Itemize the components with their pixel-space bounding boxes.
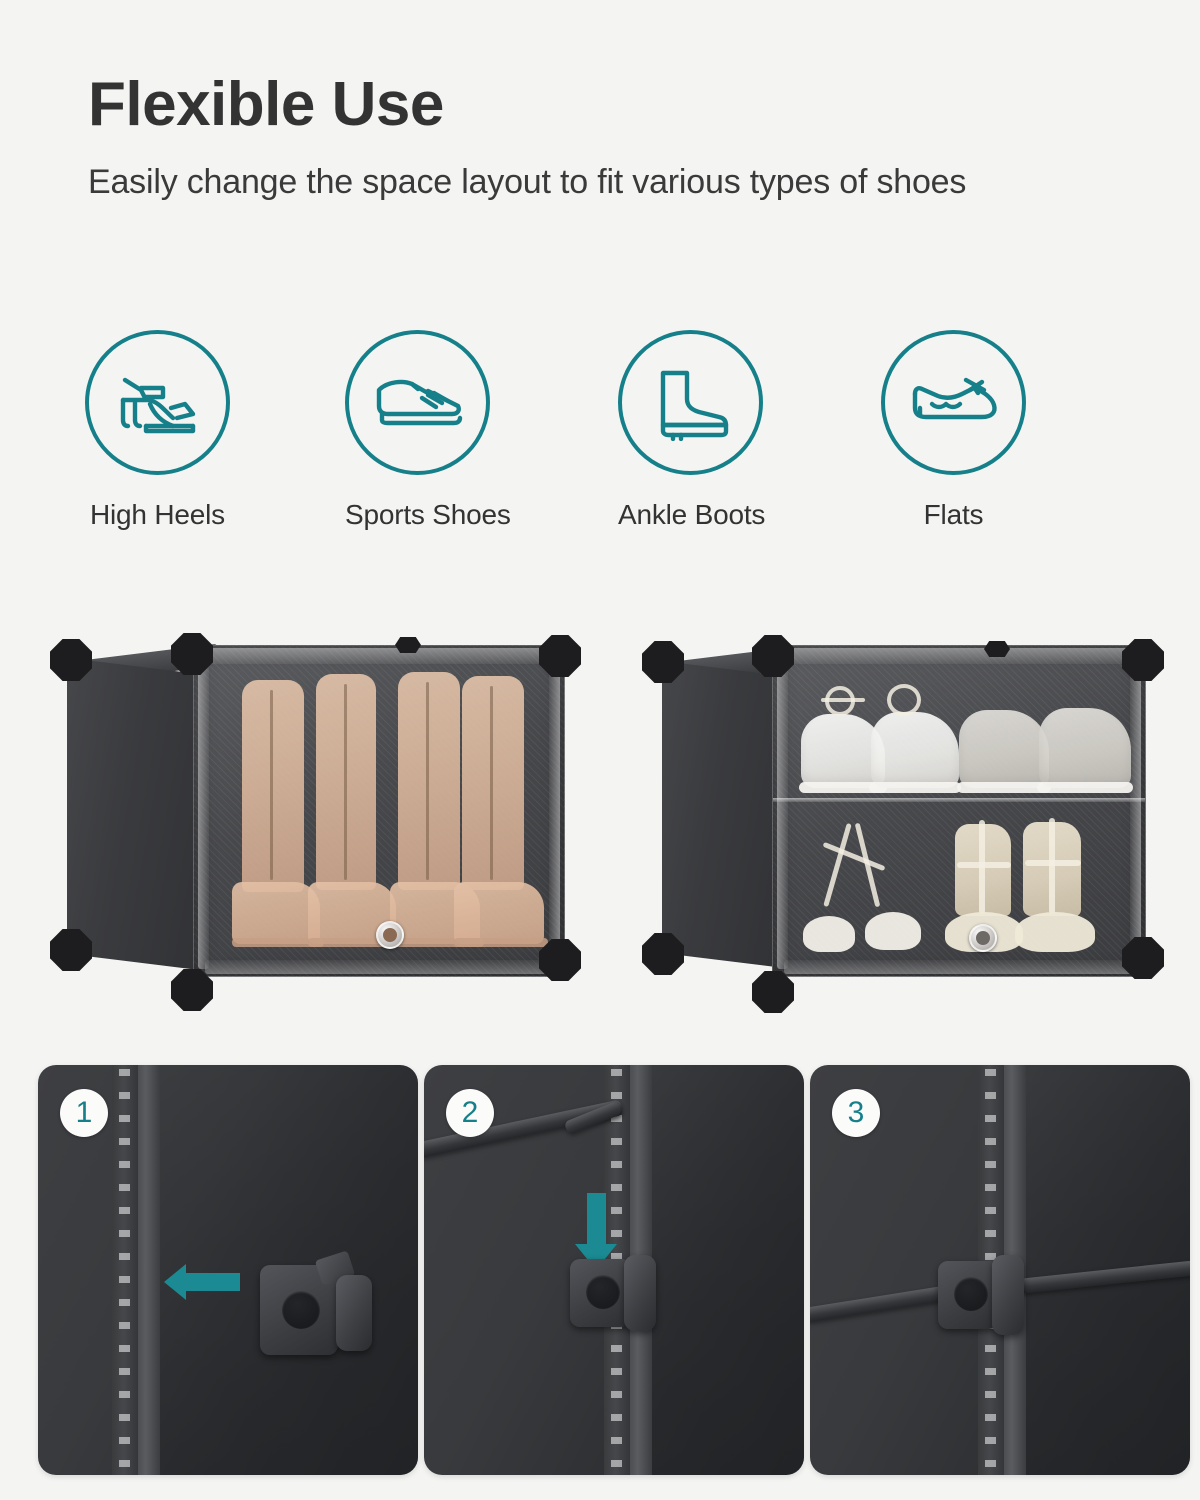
corner-post [138,1065,160,1475]
shoelace-loop [825,686,855,716]
sneaker-sole [869,782,961,793]
heel-toe [865,912,921,950]
boot-lace [270,690,273,880]
corner-connector [1122,937,1164,979]
boot-foot [454,882,544,944]
product-showcase [0,615,1200,1465]
door-knob[interactable] [969,924,997,952]
page-title: Flexible Use [88,70,444,139]
connector-clip-locked [938,1255,1058,1337]
heel-strap [823,822,852,908]
corner-connector [642,933,684,975]
panel-surface [652,1065,804,1475]
door-edge-right [1130,652,1141,970]
boot-shaft [462,676,524,890]
boot-sole [308,938,400,947]
clip-hole [954,1277,988,1311]
corner-connector [50,639,92,681]
sneaker-sole [799,782,887,793]
sneaker-sole [957,782,1051,793]
feature-circle-ankle-boots [618,330,763,475]
product-cube-boots [45,633,581,1011]
corner-connector [171,633,213,675]
boot-lace [344,684,347,880]
boot-shaft [242,680,304,892]
shoelace-loop [887,684,921,716]
boot-shaft [398,672,460,890]
corner-connector [752,971,794,1013]
feature-label: Sports Shoes [345,499,511,530]
clip-barrel [336,1275,372,1351]
boot-lace [490,686,493,880]
corner-connector-small [395,637,421,653]
feature-flats: Flats [881,330,1026,531]
step-panel-2: 2 [424,1065,804,1475]
heel-toe [1015,912,1095,952]
step-number-badge: 2 [446,1089,494,1137]
step-panel-3: 3 [810,1065,1190,1475]
middle-shelf-divider [773,798,1145,802]
heel-strap [822,841,886,872]
feature-label: High Heels [90,499,225,530]
feature-high-heels: High Heels [85,330,230,531]
feature-circle-flats [881,330,1026,475]
product-cube-two-shelves [640,633,1164,1013]
corner-connector [1122,639,1164,681]
door-edge-right [549,652,560,970]
boot-lace [426,682,429,880]
step-number-badge: 3 [832,1089,880,1137]
cube-transparent-door [193,645,565,977]
sneaker-sole [1037,782,1133,793]
feature-ankle-boots: Ankle Boots [618,330,766,531]
clip-barrel [624,1255,656,1331]
corner-connector [642,641,684,683]
ankle-boot-icon [660,370,728,441]
feature-circle-high-heels [85,330,230,475]
slotted-rail [112,1065,138,1475]
boot-sole [454,938,548,947]
connector-clip [570,1255,690,1335]
heel-strap [957,862,1011,868]
clip-barrel [992,1255,1024,1335]
corner-connector-small [984,641,1010,657]
sneaker-white [871,712,959,788]
connector-clip [260,1250,390,1365]
heel-strap [1025,860,1081,866]
shoe-type-feature-row: High Heels Sports Shoes [0,330,1200,540]
clip-hole [282,1291,320,1329]
feature-label: Ankle Boots [618,499,766,530]
corner-connector [539,939,581,981]
corner-connector [171,969,213,1011]
sneaker-icon [376,379,462,425]
rail-slots [119,1069,130,1471]
high-heel-sandal-icon [120,377,195,433]
boot-sole [390,938,484,947]
sneaker-gray [1039,708,1131,788]
sneaker-gray [959,710,1049,788]
feature-sports-shoes: Sports Shoes [345,330,511,531]
corner-connector [539,635,581,677]
heel-toe [803,916,855,952]
heel-strap [1049,818,1055,914]
door-edge-left [198,652,209,970]
corner-connector [50,929,92,971]
assembly-steps-row: 1 2 [0,1065,1200,1477]
corner-connector [752,635,794,677]
feature-circle-sports-shoes [345,330,490,475]
boot-foot [232,882,320,944]
page-subtitle: Easily change the space layout to fit va… [88,163,967,201]
clip-hole [586,1275,620,1309]
step-panel-1: 1 [38,1065,418,1475]
feature-label: Flats [923,499,984,530]
arrow-left-icon [164,1264,240,1300]
step-number-badge: 1 [60,1089,108,1137]
header-block: Flexible Use Easily change the space lay… [88,74,1128,203]
boot-sole [232,938,324,947]
cube-transparent-door [772,645,1146,977]
door-knob[interactable] [376,921,404,949]
arrow-down-icon [575,1193,617,1270]
flat-shoe-icon [912,377,997,419]
door-edge-left [777,652,788,970]
